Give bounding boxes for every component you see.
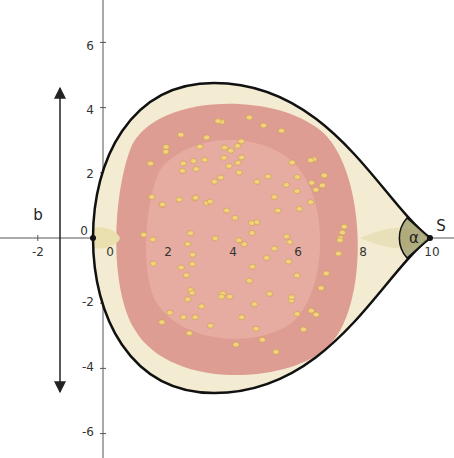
tick-label: -2 xyxy=(32,246,44,258)
tick-label: -4 xyxy=(82,361,94,373)
tick-label: 2 xyxy=(86,168,94,180)
point-label: S xyxy=(436,219,446,234)
tick-label: -6 xyxy=(82,426,94,438)
tick-label: -2 xyxy=(82,296,94,308)
tick-label: 10 xyxy=(424,246,439,258)
dimension-label: b xyxy=(33,208,43,223)
fig-flesh xyxy=(80,70,450,410)
tick-label: 0 xyxy=(106,246,114,258)
tick-label: 2 xyxy=(164,246,172,258)
point-s xyxy=(427,235,433,241)
tick-label: 4 xyxy=(86,104,94,116)
dimension-arrow xyxy=(59,88,61,392)
tick-label: 6 xyxy=(294,246,302,258)
angle-label: α xyxy=(409,231,419,246)
tick-label: 0 xyxy=(80,225,88,237)
point-left xyxy=(90,235,96,241)
tick-label: 6 xyxy=(86,40,94,52)
tick-label: 4 xyxy=(229,246,237,258)
tick-label: 8 xyxy=(359,246,367,258)
fig-outline xyxy=(93,83,430,393)
